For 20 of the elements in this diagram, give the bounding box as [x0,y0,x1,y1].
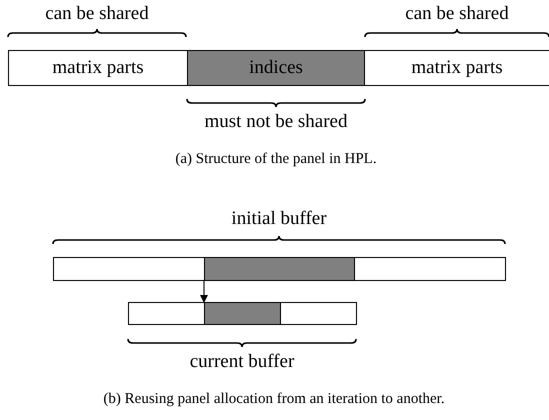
buffer-segment [128,302,205,325]
buffer-segment [204,302,281,325]
arrow [200,280,208,303]
memory-segment [8,50,188,86]
memory-segment [187,50,365,86]
figure-caption: (a) Structure of the panel in HPL. [175,152,377,167]
buffer-segment [53,257,205,281]
segment-label: matrix parts [411,57,503,79]
brace-label: can be shared [45,4,149,23]
figure-caption: (b) Reusing panel allocation from an iteration to another. [103,392,445,407]
brace-label: current buffer [190,352,294,371]
segment-label: matrix parts [52,57,144,79]
buffer-segment [204,257,355,281]
memory-segment [364,50,549,86]
segment-label: indices [249,57,303,79]
buffer-segment [280,302,357,325]
brace-label: can be shared [405,4,509,23]
buffer-segment [354,257,506,281]
brace-label: initial buffer [231,209,327,228]
brace-label: must not be shared [204,112,348,131]
